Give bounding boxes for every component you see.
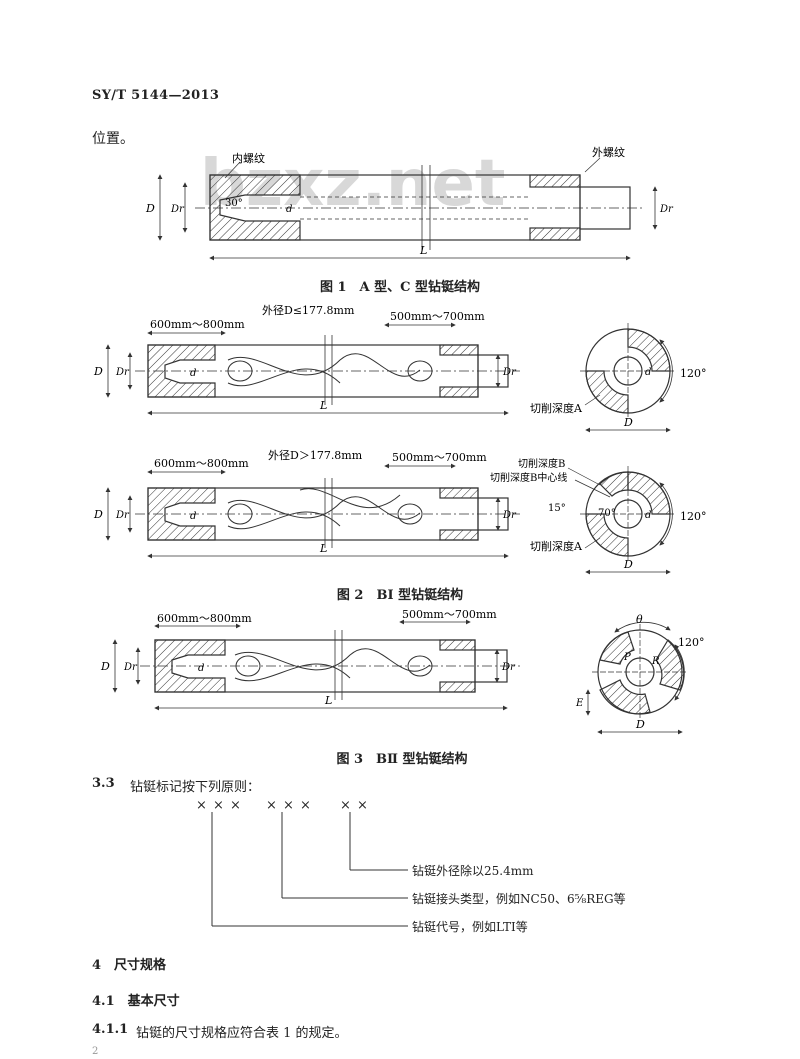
fig3-dim-D: D — [100, 660, 110, 673]
fig2b-dim-left: 600mm～800mm — [154, 457, 249, 470]
fig1-dim-D: D — [145, 202, 155, 215]
fig1-angle-label: 30° — [225, 198, 243, 209]
fig1-dim-L: L — [419, 244, 427, 257]
figure-1-drawing — [157, 157, 658, 261]
fig1-inner-thread-label: 内螺纹 — [232, 151, 265, 165]
fig2b-section-cut-B-center: 切削深度B中心线 — [490, 471, 567, 484]
fig2a-section-D: D — [623, 416, 633, 429]
fig2a-dim-D: D — [93, 365, 103, 378]
fig2a-section-angle: 120° — [680, 367, 707, 380]
figure-3-caption: 图 3 BⅡ 型钻铤结构 — [336, 752, 468, 767]
section-4-1-1-text: 钻铤的尺寸规格应符合表 1 的规定。 — [136, 1026, 348, 1041]
figure-3-drawing — [112, 619, 688, 735]
fig3-dim-right: 500mm～700mm — [402, 608, 497, 621]
fig3-dim-d: d — [198, 663, 204, 674]
section-3-3-number: 3.3 — [92, 776, 115, 791]
fig2b-section-cut-B: 切削深度B — [518, 457, 565, 470]
fig1-pin-dim-Dr: Dr — [659, 204, 674, 215]
marking-code-2: × × × — [266, 798, 312, 813]
fig2a-section-cut-A: 切削深度A — [530, 401, 583, 415]
fig3-section-theta: θ — [636, 613, 643, 626]
fig2a-dim-d: d — [190, 368, 196, 379]
figure-2a-drawing — [105, 322, 676, 433]
page-number: 2 — [92, 1046, 99, 1057]
section-4-1-1-number: 4.1.1 — [92, 1022, 129, 1037]
fig2a-dim-left: 600mm～800mm — [150, 318, 245, 331]
fig3-dim-Dr: Dr — [123, 662, 138, 673]
marking-desc-connection: 钻铤接头类型，例如NC50、6⅝REG等 — [412, 892, 626, 906]
fig1-dim-Dr: Dr — [170, 204, 185, 215]
figure-2-caption: 图 2 BⅠ 型钻铤结构 — [336, 588, 464, 603]
fig2b-section-angle15: 15° — [548, 503, 566, 514]
section-3-3-text: 钻铤标记按下列原则： — [130, 780, 261, 795]
fig3-section-P: P — [623, 652, 631, 663]
fig2a-pin-dim-Dr: Dr — [502, 367, 517, 378]
fig2b-dim-L: L — [319, 542, 327, 555]
fig2a-section-d: d — [645, 367, 651, 378]
fig3-section-R: R — [651, 656, 660, 667]
section-4-heading: 4 尺寸规格 — [92, 958, 167, 973]
fig2b-dim-d: d — [190, 511, 196, 522]
fig3-section-angle: 120° — [678, 636, 705, 649]
fig3-dim-L: L — [324, 694, 332, 707]
section-4-1-heading: 4.1 基本尺寸 — [92, 994, 180, 1009]
fig2a-dim-L: L — [319, 399, 327, 412]
fig2b-pin-dim-Dr: Dr — [502, 510, 517, 521]
marking-desc-code: 钻铤代号，例如LTⅠ等 — [412, 920, 528, 934]
continuation-text: 位置。 — [92, 131, 134, 147]
marking-desc-outer-diameter: 钻铤外径除以25.4mm — [412, 864, 534, 878]
standard-number: SY/T 5144—2013 — [92, 88, 220, 103]
fig2a-od-label: 外径D≤177.8mm — [262, 304, 355, 317]
figure-1-caption: 图 1 A 型、C 型钻铤结构 — [319, 280, 481, 295]
fig2b-section-angle120: 120° — [680, 510, 707, 523]
figure-2b-drawing — [105, 463, 676, 575]
fig2b-dim-right: 500mm～700mm — [392, 451, 487, 464]
fig2a-dim-Dr: Dr — [115, 367, 130, 378]
fig2b-section-cut-A: 切削深度A — [530, 539, 583, 553]
fig2b-od-label: 外径D＞177.8mm — [268, 449, 363, 462]
fig2b-section-D: D — [623, 558, 633, 571]
fig2a-dim-right: 500mm～700mm — [390, 310, 485, 323]
fig1-outer-thread-label: 外螺纹 — [592, 145, 625, 159]
fig3-section-E: E — [575, 698, 584, 709]
fig1-dim-d: d — [286, 204, 292, 215]
fig2b-dim-D: D — [93, 508, 103, 521]
marking-tree-lines — [211, 812, 408, 927]
fig2b-dim-Dr: Dr — [115, 510, 130, 521]
fig2b-section-d: d — [645, 510, 651, 521]
marking-code-1: × × × — [196, 798, 242, 813]
fig3-section-D: D — [635, 718, 645, 731]
fig3-dim-left: 600mm～800mm — [157, 612, 252, 625]
fig3-pin-dim-Dr: Dr — [501, 662, 516, 673]
fig2b-section-angle70: 70° — [598, 508, 616, 519]
marking-code-3: × × — [340, 798, 369, 813]
